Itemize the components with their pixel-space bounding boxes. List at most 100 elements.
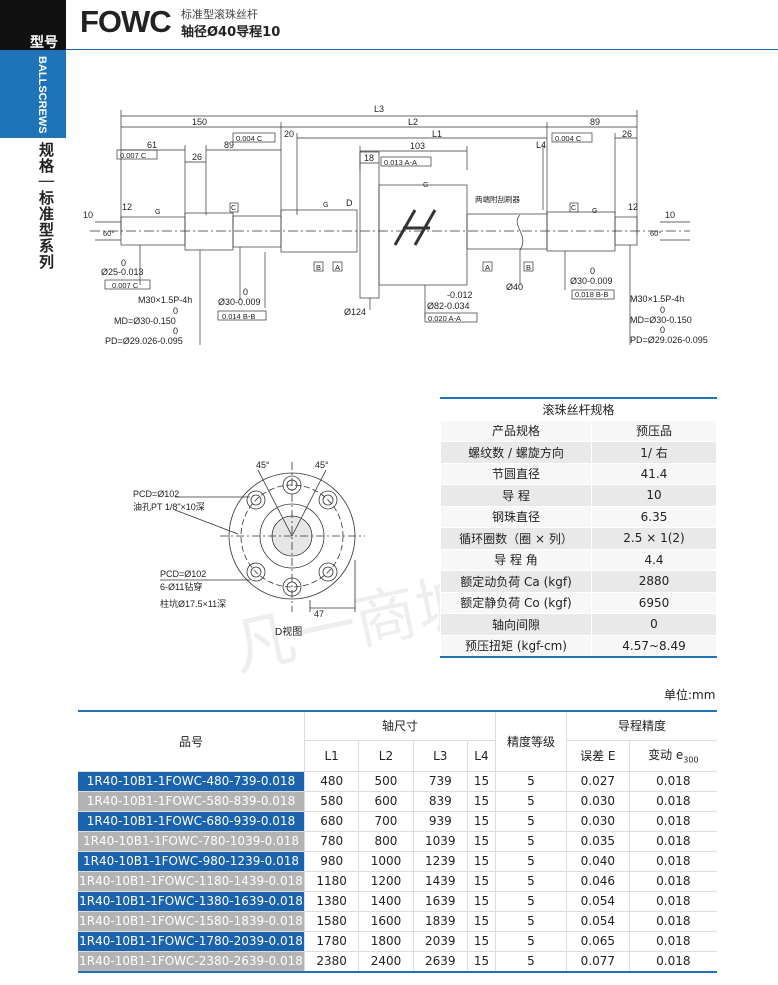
cell-variation: 0.018 (628, 911, 717, 932)
model-tag-label: 型号 (30, 35, 58, 51)
cell-L2: 2400 (358, 951, 414, 973)
cell-L4: 15 (466, 891, 496, 912)
cell-L1: 780 (303, 831, 359, 852)
header-lead: 导程精度 (565, 710, 717, 741)
dim-12-right: 12 (628, 202, 638, 212)
spec-col-2: 预压品 (591, 419, 717, 442)
spec-val: 1/ 右 (591, 441, 717, 464)
cell-L3: 1239 (412, 851, 468, 872)
spec-val: 0 (591, 613, 717, 636)
dim-89-right: 89 (590, 117, 600, 127)
cell-L4: 15 (466, 771, 496, 792)
dim-L4: L4 (536, 140, 546, 150)
cell-L4: 15 (466, 831, 496, 852)
spec-val: 4.57~8.49 (591, 634, 717, 658)
cell-grade: 5 (494, 891, 567, 912)
header-shaft: 轴尺寸 (304, 710, 496, 741)
dia-30-left: Ø30-0.009 (218, 297, 261, 307)
tol-020: 0.020 A-A (428, 314, 461, 323)
header-variation: 变动 e300 (628, 740, 717, 772)
cell-variation: 0.018 (628, 851, 717, 872)
label-G-3: G (423, 182, 428, 189)
angle-60-left: 60° (103, 229, 114, 238)
datum-B-right: B (526, 263, 531, 272)
tol-left-2: 0.007 C (120, 151, 147, 160)
m30-right: M30×1.5P-4h (630, 294, 684, 304)
part-number: 1R40-10B1-1FOWC-1380-1639-0.018 (78, 891, 305, 912)
cell-error: 0.030 (565, 811, 630, 832)
label-C-right: C (571, 205, 576, 212)
spec-val: 41.4 (591, 462, 717, 485)
cell-L3: 2039 (412, 931, 468, 952)
model-table: 品号 轴尺寸 精度等级 导程精度 L1 L2 L3 L4 误差 E 变动 e30… (78, 710, 717, 973)
cell-L1: 1180 (303, 871, 359, 892)
cell-grade: 5 (494, 851, 567, 872)
cell-variation: 0.018 (628, 791, 717, 812)
cell-variation: 0.018 (628, 951, 717, 973)
cell-error: 0.054 (565, 911, 630, 932)
header-grade: 精度等级 (494, 710, 567, 772)
dim-61: 61 (147, 140, 157, 150)
dia-124: Ø124 (344, 307, 366, 317)
cell-L2: 600 (358, 791, 414, 812)
cell-L2: 1000 (358, 851, 414, 872)
spec-title: 滚珠丝杆规格 (440, 397, 717, 421)
dim-89-left: 89 (224, 140, 234, 150)
oil-hole: 油孔PT 1/8"×10深 (133, 501, 205, 512)
header-L3: L3 (412, 740, 468, 772)
cell-grade: 5 (494, 831, 567, 852)
m30-left: M30×1.5P-4h (138, 295, 192, 305)
datum-A-right: A (485, 263, 490, 272)
cell-grade: 5 (494, 811, 567, 832)
cell-L3: 1039 (412, 831, 468, 852)
cell-L1: 1380 (303, 891, 359, 912)
cell-variation: 0.018 (628, 891, 717, 912)
part-number: 1R40-10B1-1FOWC-980-1239-0.018 (78, 851, 305, 872)
cell-error: 0.030 (565, 791, 630, 812)
cell-error: 0.054 (565, 891, 630, 912)
label-D: D (346, 198, 353, 208)
tol-nut: 0.013 A-A (384, 158, 417, 167)
cell-grade: 5 (494, 911, 567, 932)
d-view-label: D视图 (275, 625, 302, 638)
zero-2: 0 (243, 287, 248, 297)
cell-error: 0.035 (565, 831, 630, 852)
part-number: 1R40-10B1-1FOWC-480-739-0.018 (78, 771, 305, 792)
cell-L1: 1780 (303, 931, 359, 952)
spec-col-1: 产品规格 (440, 419, 592, 442)
spec-key: 额定动负荷 Ca (kgf) (440, 570, 592, 593)
cell-grade: 5 (494, 771, 567, 792)
cell-L4: 15 (466, 871, 496, 892)
cell-error: 0.065 (565, 931, 630, 952)
dim-26-left: 26 (192, 152, 202, 162)
cell-L2: 1600 (358, 911, 414, 932)
cell-L1: 680 (303, 811, 359, 832)
header-L4: L4 (466, 740, 496, 772)
cell-L4: 15 (466, 851, 496, 872)
header-part-no: 品号 (78, 710, 305, 772)
spec-val: 6.35 (591, 505, 717, 528)
cell-error: 0.077 (565, 951, 630, 973)
spec-val: 6950 (591, 591, 717, 614)
zero-7: 0 (660, 325, 665, 335)
cell-variation: 0.018 (628, 831, 717, 852)
datum-A-left: A (335, 263, 340, 272)
cell-error: 0.027 (565, 771, 630, 792)
dim-150: 150 (192, 117, 207, 127)
label-G-4: G (592, 208, 597, 215)
spec-key: 导 程 角 (440, 548, 592, 571)
cell-L2: 700 (358, 811, 414, 832)
cell-L3: 839 (412, 791, 468, 812)
angle-45-right: 45° (315, 460, 329, 470)
dim-10-left: 10 (83, 210, 93, 220)
cell-error: 0.046 (565, 871, 630, 892)
md30-right: MD=Ø30-0.150 (630, 315, 692, 325)
dim-L2: L2 (408, 117, 418, 127)
spec-key: 循环圈数（圈 × 列） (440, 527, 592, 550)
